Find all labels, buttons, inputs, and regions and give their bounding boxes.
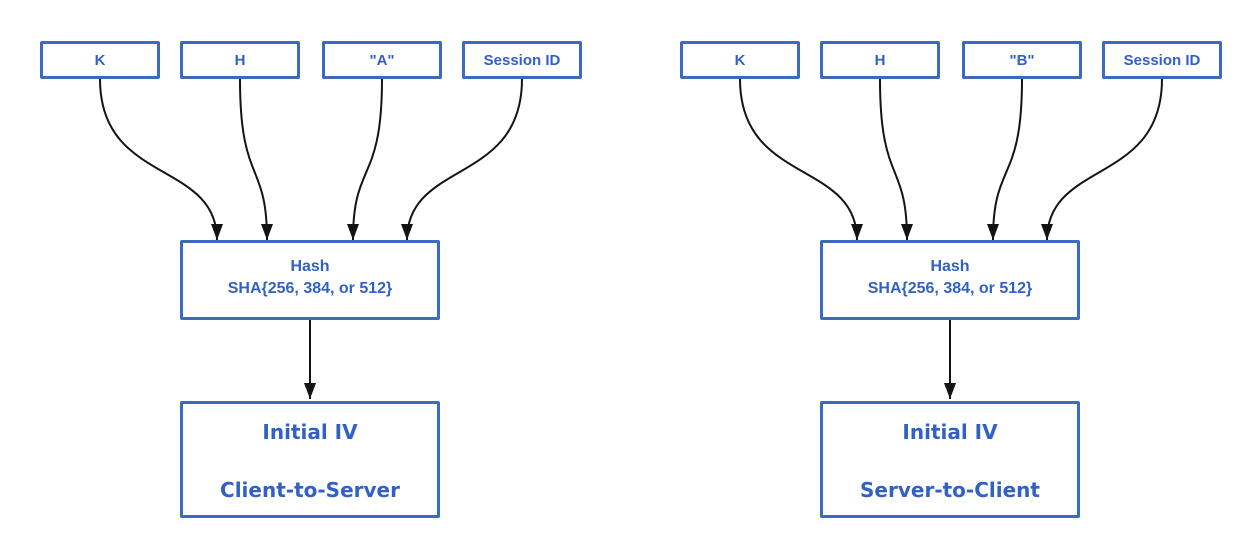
arrow-k-to-hash xyxy=(99,78,223,241)
output-box-client-to-server: Initial IV Client-to-Server xyxy=(180,401,440,518)
input-box-session-id: Session ID xyxy=(462,41,582,79)
arrow-layer xyxy=(739,78,1163,399)
output-direction: Server-to-Client xyxy=(860,478,1040,502)
output-box-server-to-client: Initial IV Server-to-Client xyxy=(820,401,1080,518)
input-label: "B" xyxy=(1009,51,1035,69)
input-label: Session ID xyxy=(1123,51,1201,69)
hash-box: Hash SHA{256, 384, or 512} xyxy=(180,240,440,320)
arrow-layer xyxy=(99,78,523,399)
input-box-h: H xyxy=(180,41,300,79)
diagram-server-to-client: K H "B" Session ID Hash SHA{256, 384, or… xyxy=(640,0,1260,560)
input-label: Session ID xyxy=(483,51,561,69)
arrow-h-to-hash xyxy=(239,78,273,241)
arrow-session-to-hash xyxy=(1041,78,1163,241)
input-box-a: "A" xyxy=(322,41,442,79)
diagram-client-to-server: K H "A" Session ID Hash SHA{256, 384, or… xyxy=(0,0,620,560)
arrow-session-to-hash xyxy=(401,78,523,241)
hash-box: Hash SHA{256, 384, or 512} xyxy=(820,240,1080,320)
input-label: K xyxy=(94,51,106,69)
arrow-h-to-hash xyxy=(879,78,913,241)
output-title: Initial IV xyxy=(262,420,358,444)
input-box-h: H xyxy=(820,41,940,79)
input-box-session-id: Session ID xyxy=(1102,41,1222,79)
input-label: H xyxy=(874,51,886,69)
arrow-a-to-hash xyxy=(347,78,383,241)
input-box-k: K xyxy=(680,41,800,79)
input-box-k: K xyxy=(40,41,160,79)
arrow-b-to-hash xyxy=(987,78,1023,241)
output-direction: Client-to-Server xyxy=(220,478,400,502)
hash-title: Hash xyxy=(930,258,970,275)
hash-title: Hash xyxy=(290,258,330,275)
hash-subtitle: SHA{256, 384, or 512} xyxy=(867,280,1033,297)
hash-subtitle: SHA{256, 384, or 512} xyxy=(227,280,393,297)
input-box-b: "B" xyxy=(962,41,1082,79)
output-title: Initial IV xyxy=(902,420,998,444)
input-label: K xyxy=(734,51,746,69)
input-label: H xyxy=(234,51,246,69)
arrow-k-to-hash xyxy=(739,78,863,241)
input-label: "A" xyxy=(369,51,395,69)
